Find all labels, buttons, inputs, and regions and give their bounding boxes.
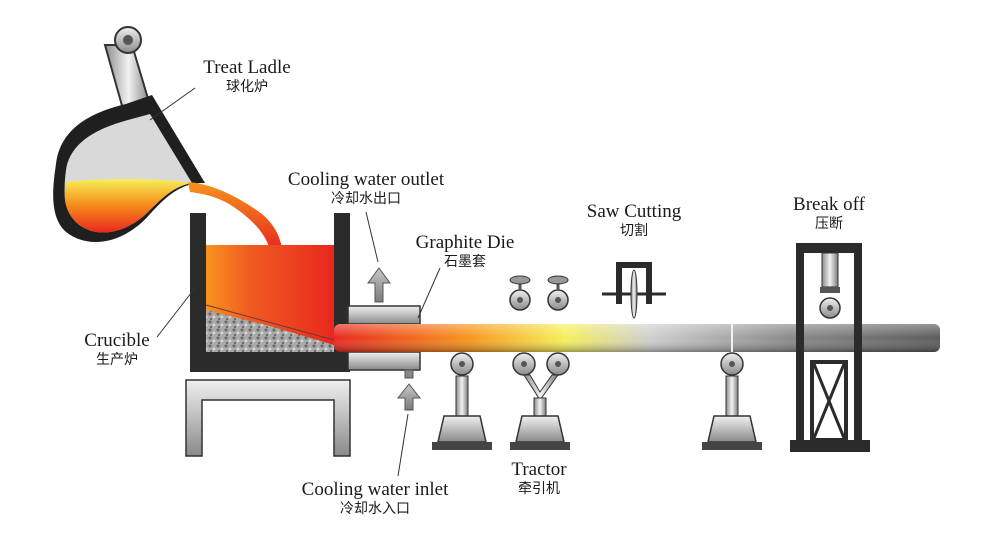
ladle-pivot-hub [123, 35, 133, 45]
die-lower-jacket [347, 351, 421, 371]
tractor-label: Tractor [511, 459, 567, 480]
stand-frame [185, 379, 351, 457]
cast-bar [334, 324, 940, 352]
crucible-label: Crucible [84, 330, 150, 351]
support-stand-1 [432, 352, 492, 450]
saw-blade [630, 269, 638, 319]
press-left-column [796, 243, 804, 443]
ladle-melt [64, 179, 192, 233]
press-ram [821, 252, 839, 288]
label-crucible: Crucible 生产炉 [84, 331, 149, 367]
graphite-die-label-zh: 石墨套 [444, 254, 486, 270]
saw-cutting-label-zh: 切割 [619, 223, 648, 239]
crucible-shell [190, 213, 350, 372]
label-cooling-outlet: Cooling water outlet 冷却水出口 [288, 170, 444, 206]
break-off-press [790, 243, 870, 452]
cooling-inlet-arrow [396, 369, 422, 411]
cooling-outlet-leader [365, 211, 379, 263]
treat-ladle-leader [149, 87, 196, 121]
saw-frame [616, 262, 652, 304]
treat-ladle [53, 26, 282, 250]
crucible-charge [206, 310, 334, 352]
press-cross-brace [812, 363, 846, 439]
label-graphite-die: Graphite Die 石墨套 [416, 233, 515, 269]
saw-cutter [602, 262, 666, 319]
label-tractor: Tractor 牵引机 [511, 460, 566, 496]
press-base [790, 440, 870, 452]
graphite-die [347, 305, 421, 371]
press-right-column [854, 243, 862, 443]
treat-ladle-label-zh: 球化炉 [225, 79, 268, 95]
crucible [190, 213, 350, 372]
pour-stream [188, 182, 282, 250]
cooling-outlet-label: Cooling water outlet [287, 169, 445, 190]
graphite-die-leader [417, 267, 441, 319]
saw-cutting-label: Saw Cutting [586, 201, 682, 222]
crucible-leader [156, 287, 196, 338]
crucible-label-zh: 生产炉 [96, 352, 138, 368]
support-stand-2 [702, 352, 762, 450]
break-off-label-zh: 压断 [815, 216, 843, 232]
cooling-inlet-leader [397, 413, 409, 477]
break-off-label: Break off [793, 194, 865, 215]
tractor-upper-rollers [509, 275, 569, 311]
die-upper-jacket [347, 305, 421, 325]
tractor-label-zh: 牵引机 [518, 481, 560, 497]
graphite-die-label: Graphite Die [415, 232, 515, 253]
label-saw-cutting: Saw Cutting 切割 [587, 202, 681, 238]
label-cooling-inlet: Cooling water inlet 冷却水入口 [302, 480, 449, 516]
cooling-inlet-label-zh: 冷却水入口 [339, 501, 410, 517]
treat-ladle-label: Treat Ladle [203, 57, 291, 78]
press-ram-head [820, 287, 840, 293]
label-break-off: Break off 压断 [793, 195, 865, 231]
crucible-slag-line [205, 304, 335, 341]
bar-shading [334, 324, 940, 352]
label-treat-ladle: Treat Ladle 球化炉 [203, 58, 290, 94]
press-top-beam [796, 243, 862, 253]
cooling-inlet-label: Cooling water inlet [301, 479, 449, 500]
cooling-outlet-arrow [367, 267, 391, 303]
tractor-stand [510, 352, 570, 450]
cooling-outlet-label-zh: 冷却水出口 [330, 191, 401, 207]
crucible-stand [185, 379, 351, 457]
